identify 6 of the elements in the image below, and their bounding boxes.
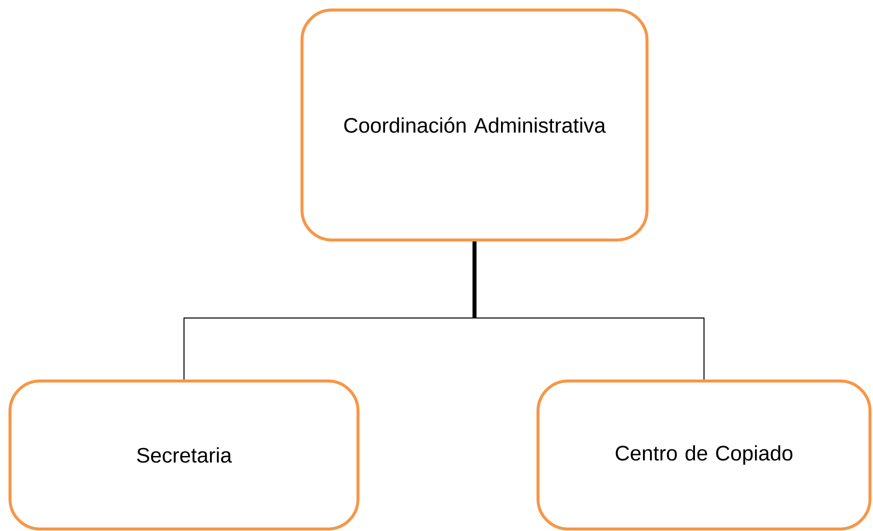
org-box: Centro de Copiado bbox=[536, 380, 872, 530]
org-box: Coordinación Administrativa bbox=[300, 8, 648, 242]
org-box: Secretaria bbox=[8, 380, 360, 530]
connector-trunk bbox=[472, 242, 476, 318]
connector-line bbox=[474, 318, 704, 380]
connector-line bbox=[184, 318, 475, 380]
